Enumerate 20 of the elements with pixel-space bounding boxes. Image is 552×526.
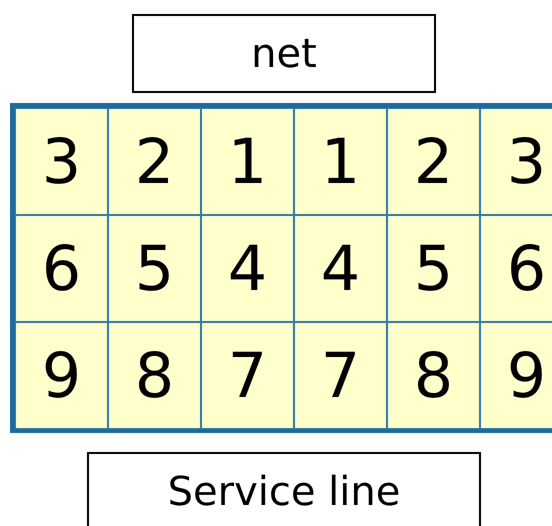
position-number: 9 [480, 322, 552, 429]
position-number: 7 [201, 322, 294, 429]
position-number: 5 [387, 215, 480, 322]
position-number: 6 [15, 215, 108, 322]
position-number: 3 [480, 108, 552, 215]
position-number: 2 [108, 108, 201, 215]
position-number: 3 [15, 108, 108, 215]
position-number: 5 [108, 215, 201, 322]
position-number: 6 [480, 215, 552, 322]
position-number: 8 [387, 322, 480, 429]
position-number: 7 [294, 322, 387, 429]
position-number: 1 [201, 108, 294, 215]
label-box: Service line [87, 452, 481, 526]
label-box: net [132, 14, 436, 93]
position-number: 9 [15, 322, 108, 429]
position-number: 4 [294, 215, 387, 322]
position-number: 2 [387, 108, 480, 215]
position-number: 1 [294, 108, 387, 215]
position-number: 8 [108, 322, 201, 429]
position-number: 4 [201, 215, 294, 322]
